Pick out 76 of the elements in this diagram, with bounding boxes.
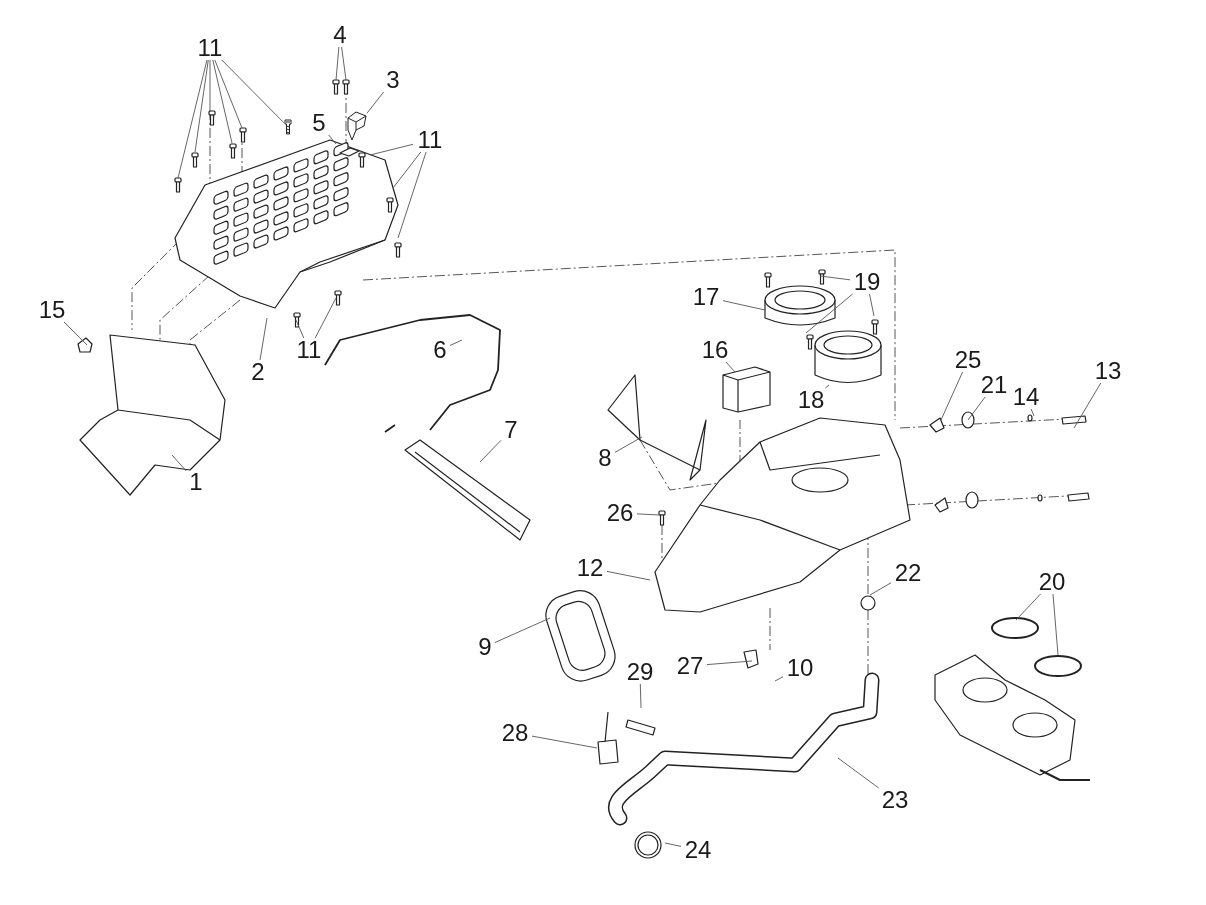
leader-line [209,59,211,113]
leader-line [869,293,875,317]
leader-line [1052,593,1059,656]
leader-line [366,91,385,114]
leader-line [314,297,337,339]
callout-number: 8 [595,445,615,471]
leader-line [295,319,305,339]
leader-line [214,59,243,129]
leader-line [819,275,851,281]
callout-number: 26 [603,500,637,526]
leader-line [706,660,753,666]
leader-line [335,46,340,81]
callout-number: 7 [501,417,521,443]
callout-number: 25 [951,347,985,373]
leader-line [639,683,642,709]
leader-line [837,757,880,789]
leader-line [1015,593,1042,621]
callout-number: 19 [850,269,884,295]
callout-number: 14 [1009,384,1043,410]
callout-number: 13 [1091,358,1125,384]
callout-number: 5 [309,110,329,136]
leader-line [774,676,784,682]
callout-number: 11 [292,337,326,363]
callout-number: 17 [689,284,723,310]
leader-line [664,842,682,847]
callout-number: 1 [186,469,206,495]
leader-line [221,59,285,124]
leader-line [194,59,209,153]
leader-line [967,396,986,421]
callout-number: 10 [783,655,817,681]
leader-line [449,339,463,346]
sensor-drawing [347,111,367,141]
leader-line [1030,408,1035,417]
leader-line [614,436,643,453]
leader-line [341,46,347,81]
callout-number: 12 [573,555,607,581]
callout-number: 28 [498,720,532,746]
leader-line [63,321,88,346]
callout-number: 24 [681,837,715,863]
leader-line [531,735,598,749]
leader-line [824,384,830,389]
leader-line [869,582,892,596]
leader-line [725,361,736,373]
leader-line [805,293,854,334]
leader-line [259,317,268,361]
callout-number: 9 [475,634,495,660]
callout-number: 6 [430,337,450,363]
leader-line [940,371,964,421]
leader-line [328,134,337,145]
callout-number: 11 [193,35,227,61]
callout-number: 27 [673,653,707,679]
leader-line [606,570,651,581]
leader-line [177,59,208,179]
callout-number: 11 [413,127,447,153]
callout-number: 29 [623,659,657,685]
callout-number: 18 [794,387,828,413]
leader-line [171,454,187,472]
leader-line [369,143,414,156]
leader-line [479,439,502,463]
leader-line [397,151,427,239]
callout-number: 3 [383,67,403,93]
callout-number: 20 [1035,569,1069,595]
callout-number: 23 [878,787,912,813]
callout-number: 4 [330,22,350,48]
leader-line [636,513,661,516]
callout-number: 22 [891,560,925,586]
callout-number: 15 [35,297,69,323]
leader-line [494,617,551,643]
leader-line [722,300,766,311]
callout-number: 2 [248,359,268,385]
leader-line [392,151,422,189]
callout-number: 16 [698,337,732,363]
callout-number: 21 [977,372,1011,398]
leader-line [1073,382,1102,429]
screw-drawing [284,119,292,135]
leader-line [212,59,233,144]
